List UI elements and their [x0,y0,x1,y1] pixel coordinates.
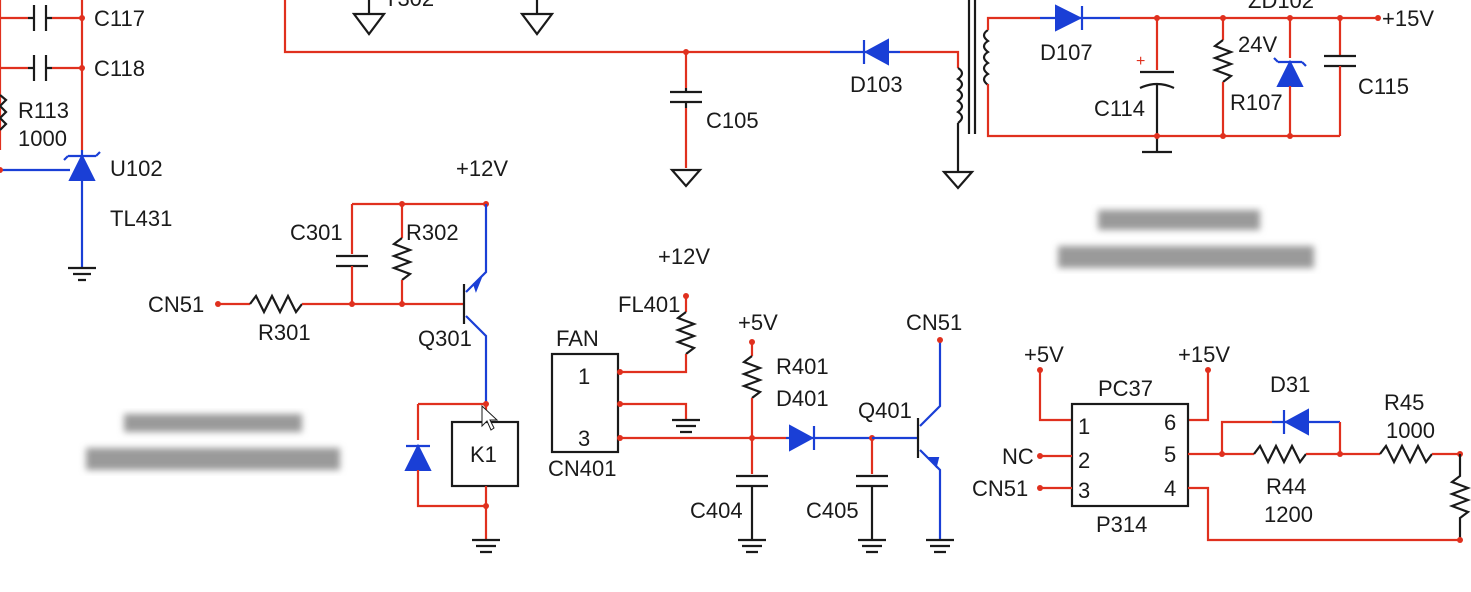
label-c117: C117 [94,6,145,31]
label-cn401: CN401 [548,456,616,481]
label-fl401: FL401 [618,292,680,317]
resistor-r107 [1211,18,1235,136]
label-r401: R401 [776,354,829,379]
label-c301: C301 [290,220,343,245]
capacitor-c105 [669,52,703,188]
secondary-15v-section: D107 +15V ZD102 + C114 24V R107 [986,0,1434,268]
resistor-r45 [1379,443,1433,465]
label-cn51-a: CN51 [148,292,204,317]
diode-d31 [1272,408,1340,436]
label-fan: FAN [556,326,599,351]
label-pc-pin5: 5 [1164,442,1176,467]
shunt-regulator-u102 [0,150,101,282]
label-r44-value: 1200 [1264,502,1313,527]
label-r113: R113 [18,98,69,123]
primary-section: T302 C105 D103 [283,0,990,190]
label-r44: R44 [1266,474,1306,499]
label-r302: R302 [406,220,459,245]
label-c114: C114 [1094,96,1145,121]
resistor-fl401 [620,296,698,374]
resistor-r44 [1253,443,1307,465]
label-pc-pin2: 2 [1078,448,1090,473]
flyback-diode [404,404,486,508]
label-pc37: PC37 [1098,376,1153,401]
label-plus15v-top: +15V [1382,6,1434,31]
label-r45: R45 [1384,390,1424,415]
label-plus12v-a: +12V [456,156,508,181]
label-c105: C105 [706,108,759,133]
label-24v: 24V [1238,32,1277,57]
label-fan-pin3: 3 [578,426,590,451]
resistor-r302 [390,204,414,304]
transistor-q401 [916,342,954,554]
label-d103: D103 [850,72,903,97]
capacitor-c405 [856,438,888,554]
label-c405: C405 [806,498,859,523]
label-plus5v-a: +5V [738,310,778,335]
fan-driver-section: +12V FL401 FAN 1 3 CN401 +5V R401 D401 [548,244,962,554]
diode-d107 [1040,4,1120,32]
mouse-cursor-icon [481,404,499,431]
label-tl431: TL431 [110,206,172,231]
capacitor-c114: + [1136,18,1175,154]
label-cn51-c: CN51 [972,476,1028,501]
label-c118: C118 [94,56,145,81]
diode-d401 [786,424,872,452]
label-d31: D31 [1270,372,1310,397]
capacitor-c118 [28,55,82,81]
capacitor-c115 [1324,18,1356,136]
label-plus15v-b: +15V [1178,342,1230,367]
label-plus5v-b: +5V [1024,342,1064,367]
feedback-section: C117 C118 R113 1000 U102 TL431 [0,0,172,282]
capacitor-c301 [336,204,368,304]
label-r107: R107 [1230,90,1283,115]
label-r113-value: 1000 [18,126,67,151]
capacitor-c404 [736,438,768,554]
relay-driver-section: +12V C301 R302 CN51 R301 [86,156,520,554]
label-q301: Q301 [418,326,472,351]
label-plus12v-b: +12V [658,244,710,269]
transformer-secondary [941,0,990,190]
resistor-r301 [249,293,303,315]
label-pc-pin4: 4 [1164,476,1176,501]
capacitor-c117 [28,5,82,31]
label-r301: R301 [258,320,311,345]
label-q401: Q401 [858,398,912,423]
label-d401: D401 [776,386,829,411]
label-c115: C115 [1358,74,1409,99]
resistor-r401 [740,342,764,438]
transistor-q301 [462,204,488,404]
label-pc-pin3: 3 [1078,478,1090,503]
label-k1: K1 [470,442,497,467]
relay-k1 [450,404,520,540]
optocoupler-section: +5V +15V PC37 P314 1 2 3 6 5 4 NC CN51 [972,342,1471,543]
resistor-r113 [0,94,8,131]
label-p314: P314 [1096,512,1147,537]
label-pc-pin1: 1 [1078,414,1090,439]
label-u102: U102 [110,156,163,181]
label-nc: NC [1002,444,1034,469]
label-d107: D107 [1040,40,1093,65]
zener-zd102 [1273,18,1307,136]
label-zd102: ZD102 [1248,0,1314,13]
watermark-smudge-right [1058,210,1314,268]
label-t302: T302 [384,0,434,11]
label-cn51-b: CN51 [906,310,962,335]
watermark-smudge-left [86,414,340,470]
label-c404: C404 [690,498,743,523]
diode-d103 [830,38,960,68]
label-fan-pin1: 1 [578,364,590,389]
label-r45-value: 1000 [1386,418,1435,443]
svg-text:+: + [1136,53,1145,70]
label-pc-pin6: 6 [1164,410,1176,435]
